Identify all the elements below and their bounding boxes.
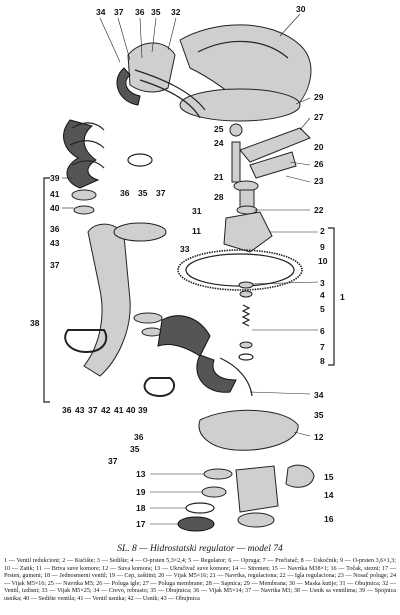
leader-lines bbox=[62, 13, 319, 525]
label-35-e: 35 bbox=[314, 410, 324, 420]
spring-parts bbox=[238, 281, 254, 361]
label-43-c: 43 bbox=[75, 405, 85, 415]
label-7: 7 bbox=[320, 342, 325, 352]
bracket-and-nut bbox=[235, 464, 315, 528]
label-41-c: 41 bbox=[114, 405, 124, 415]
label-35-d: 35 bbox=[130, 444, 140, 454]
label-24: 24 bbox=[214, 138, 224, 148]
label-42: 42 bbox=[101, 405, 111, 415]
label-18: 18 bbox=[136, 503, 146, 513]
figure-caption: SL. 8 — Hidrostatski regulator — model 7… bbox=[117, 544, 283, 554]
label-36-a: 36 bbox=[50, 224, 60, 234]
label-21: 21 bbox=[214, 172, 224, 182]
label-36-b: 36 bbox=[120, 188, 130, 198]
label-8: 8 bbox=[320, 356, 325, 366]
center-valves bbox=[133, 312, 211, 357]
label-37-a: 37 bbox=[50, 260, 60, 270]
clamp-center bbox=[127, 153, 153, 167]
label-28: 28 bbox=[214, 192, 224, 202]
label-27: 27 bbox=[314, 112, 324, 122]
labels-bottom-center: 36 35 37 bbox=[108, 432, 144, 466]
reducer-body bbox=[223, 211, 273, 253]
clamp-lower bbox=[64, 329, 108, 354]
label-top-37: 37 bbox=[114, 7, 124, 17]
label-17: 17 bbox=[136, 519, 146, 529]
exhaust-valve bbox=[127, 42, 176, 93]
label-33: 33 bbox=[180, 244, 190, 254]
label-36-c: 36 bbox=[62, 405, 72, 415]
label-9: 9 bbox=[320, 242, 325, 252]
label-40-c: 40 bbox=[126, 405, 136, 415]
label-14: 14 bbox=[324, 490, 334, 500]
mouthpiece-elbow bbox=[83, 223, 131, 377]
label-top-36: 36 bbox=[135, 7, 145, 17]
exploded-view-drawing: 34 37 36 35 32 30 29 27 25 20 24 26 21 2… bbox=[30, 4, 345, 532]
label-1: 1 bbox=[340, 292, 345, 302]
label-16: 16 bbox=[324, 514, 334, 524]
valve-seat bbox=[73, 205, 95, 215]
label-39-c: 39 bbox=[138, 405, 148, 415]
label-34-e: 34 bbox=[314, 390, 324, 400]
label-19: 19 bbox=[136, 487, 146, 497]
label-29: 29 bbox=[314, 92, 324, 102]
labels-top: 34 37 36 35 32 30 bbox=[96, 4, 306, 17]
label-38: 38 bbox=[30, 318, 40, 328]
labels-bottom-left: 38 36 43 37 42 41 40 39 bbox=[30, 318, 148, 415]
label-39-a: 39 bbox=[50, 173, 60, 183]
dry-chamber-seal bbox=[177, 249, 303, 291]
label-22: 22 bbox=[314, 205, 324, 215]
clamp-35 bbox=[143, 377, 176, 398]
label-37-b: 37 bbox=[156, 188, 166, 198]
label-36-d: 36 bbox=[134, 432, 144, 442]
label-top-35: 35 bbox=[151, 7, 161, 17]
regulator-stack bbox=[233, 180, 259, 215]
labels-small-clamp: 36 35 37 bbox=[120, 188, 166, 198]
bottom-valve-stack bbox=[177, 468, 233, 532]
corrugated-hose-right bbox=[196, 354, 253, 397]
label-2: 2 bbox=[320, 226, 325, 236]
labels-right-mid: 2 9 10 3 4 5 6 7 8 1 bbox=[318, 226, 345, 366]
label-13: 13 bbox=[136, 469, 146, 479]
label-top-32: 32 bbox=[171, 7, 181, 17]
label-12: 12 bbox=[314, 432, 324, 442]
labels-center: 31 11 33 bbox=[180, 206, 202, 254]
label-15: 15 bbox=[324, 472, 334, 482]
label-20: 20 bbox=[314, 142, 324, 152]
membrane bbox=[179, 88, 301, 122]
clamp-small bbox=[71, 189, 97, 201]
label-41-a: 41 bbox=[50, 189, 60, 199]
label-4: 4 bbox=[320, 290, 325, 300]
group-bracket-1 bbox=[328, 227, 335, 366]
label-3: 3 bbox=[320, 278, 325, 288]
label-40-a: 40 bbox=[50, 203, 60, 213]
label-35-b: 35 bbox=[138, 188, 148, 198]
parts-legend: 1 — Ventil redukcioni; 2 — Kućište; 3 — … bbox=[4, 558, 396, 602]
label-top-30: 30 bbox=[296, 4, 306, 14]
label-31: 31 bbox=[192, 206, 202, 216]
labels-bottom-right: 13 19 18 17 15 14 16 bbox=[136, 469, 334, 529]
group-bracket-38 bbox=[43, 177, 50, 403]
label-5: 5 bbox=[320, 304, 325, 314]
labels-right-low: 34 35 12 bbox=[314, 390, 324, 442]
corrugated-hose-upper bbox=[116, 67, 206, 119]
label-6: 6 bbox=[320, 326, 325, 336]
label-10: 10 bbox=[318, 256, 328, 266]
label-37-c: 37 bbox=[88, 405, 98, 415]
labels-right-upper: 29 27 25 20 24 26 21 23 28 22 bbox=[214, 92, 324, 215]
dry-chamber bbox=[198, 409, 299, 451]
corrugated-hose-left bbox=[63, 119, 105, 189]
label-25: 25 bbox=[214, 124, 224, 134]
labels-left-mid: 39 41 40 36 43 37 bbox=[50, 173, 60, 270]
label-top-34: 34 bbox=[96, 7, 106, 17]
label-23: 23 bbox=[314, 176, 324, 186]
label-43-a: 43 bbox=[50, 238, 60, 248]
label-11: 11 bbox=[192, 226, 201, 236]
label-26: 26 bbox=[314, 159, 324, 169]
lever-assembly bbox=[229, 123, 311, 183]
label-37-d: 37 bbox=[108, 456, 118, 466]
